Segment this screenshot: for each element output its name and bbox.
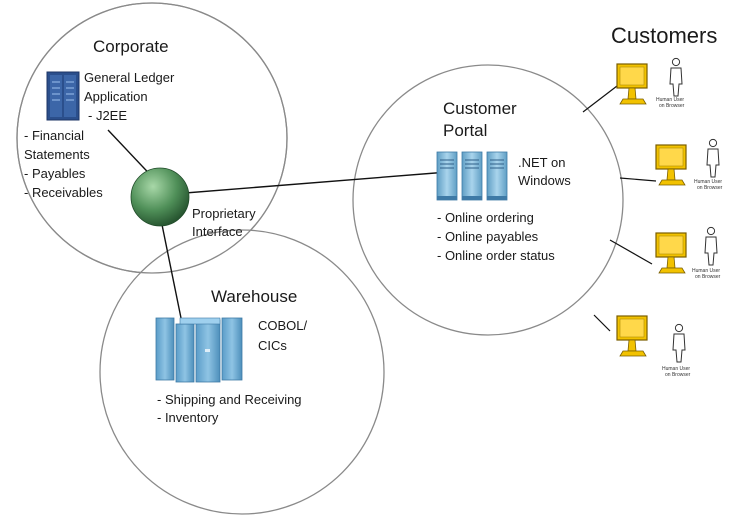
corporate-app-line-1: General Ledger [84, 70, 175, 85]
warehouse-platform-line-2: CICs [258, 338, 287, 353]
monitor-icon [616, 63, 648, 105]
server-rack-icon [46, 71, 80, 121]
portal-feature-1: - Online ordering [437, 210, 534, 225]
corporate-title: Corporate [93, 37, 169, 56]
customer-node: Human User on Browser [616, 315, 691, 378]
customer-label-2: on Browser [695, 274, 721, 280]
corporate-app-line-2: Application [84, 89, 148, 104]
customer-label-2: on Browser [665, 372, 691, 378]
portal-platform-line-2: Windows [518, 173, 571, 188]
link-hub-portal [159, 171, 449, 196]
customer-label-1: Human User [692, 268, 720, 274]
corporate-circle-outline [16, 2, 288, 274]
human-user-icon [672, 323, 686, 363]
warehouse-feature-2: - Inventory [157, 410, 219, 425]
portal-feature-3: - Online order status [437, 248, 555, 263]
customer-node: Human User on Browser [655, 226, 721, 280]
link-portal-customer-4 [593, 314, 611, 332]
customer-label-1: Human User [656, 97, 684, 103]
warehouse-feature-1: - Shipping and Receiving [157, 392, 302, 407]
portal-title-line-1: Customer [443, 99, 517, 118]
corporate-feature-4: - Receivables [24, 185, 103, 200]
proprietary-interface-hub [130, 167, 190, 227]
corporate-app-line-3: - J2EE [88, 108, 127, 123]
portal-feature-2: - Online payables [437, 229, 539, 244]
human-user-icon [704, 226, 718, 266]
customer-label-1: Human User [694, 179, 722, 185]
mainframe-icon [155, 317, 243, 383]
customer-label-1: Human User [662, 366, 690, 372]
portal-title-line-2: Portal [443, 121, 487, 140]
human-user-icon [669, 57, 683, 97]
hub-label-line-1: Proprietary [192, 206, 256, 221]
customer-label-2: on Browser [659, 103, 685, 109]
corporate-feature-2: Statements [24, 147, 90, 162]
customers-title: Customers [611, 23, 717, 48]
server-tower-icon [436, 151, 508, 201]
monitor-icon [616, 315, 648, 357]
customer-node: Human User on Browser [655, 138, 723, 191]
warehouse-platform-line-1: COBOL/ [258, 318, 308, 333]
customer-node: Human User on Browser [616, 57, 685, 109]
corporate-feature-1: - Financial [24, 128, 84, 143]
warehouse-title: Warehouse [211, 287, 297, 306]
link-portal-customer-2 [619, 177, 657, 182]
hub-label-line-2: Interface [192, 224, 243, 239]
portal-platform-line-1: .NET on [518, 155, 565, 170]
link-portal-customer-1 [582, 85, 618, 113]
monitor-icon [655, 144, 687, 186]
link-portal-customer-3 [609, 239, 653, 265]
human-user-icon [706, 138, 720, 178]
corporate-feature-3: - Payables [24, 166, 86, 181]
monitor-icon [655, 232, 687, 274]
customer-label-2: on Browser [697, 185, 723, 191]
